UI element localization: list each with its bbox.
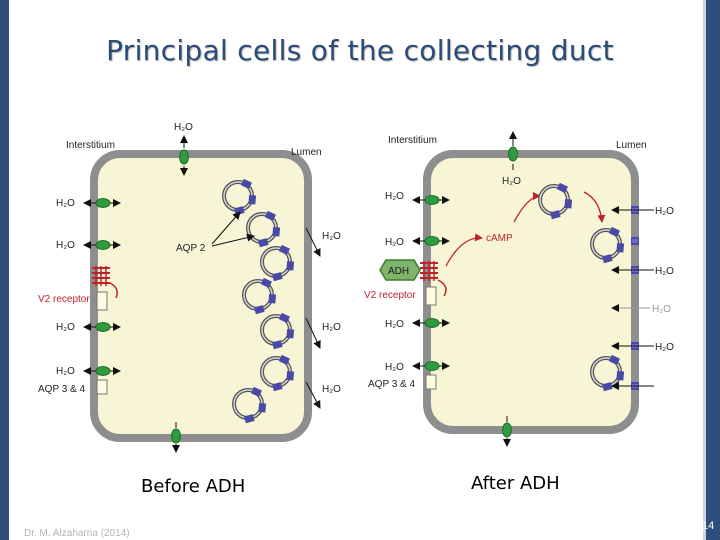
- right-border-bar: [706, 0, 720, 540]
- camp-label: cAMP: [486, 233, 513, 244]
- left-aqp2-label: AQP 2: [176, 243, 206, 254]
- left-apical-h2o-2: H₂O: [322, 322, 341, 333]
- adh-hormone: ADH: [379, 259, 421, 281]
- right-h2o-label-3: H₂O: [385, 319, 404, 330]
- right-h2o-label-1: H₂O: [385, 191, 404, 202]
- left-h2o-label-1: H₂O: [56, 198, 75, 209]
- right-apical-h2o-1: H₂O: [655, 206, 674, 217]
- right-v2-receptor: [420, 261, 447, 297]
- left-border-bar: [0, 0, 9, 540]
- right-top-water-channel: [508, 146, 518, 162]
- footer-credit: Dr. M. Alzaharna (2014): [24, 528, 130, 539]
- right-apical-h2o-2: H₂O: [655, 266, 674, 277]
- right-border-stripe: [703, 0, 706, 540]
- left-h2o-label-2: H₂O: [56, 240, 75, 251]
- right-basolateral-channels: [424, 195, 440, 390]
- left-v2-receptor-label: V2 receptor: [38, 294, 90, 305]
- left-h2o-label-4: H₂O: [56, 366, 75, 377]
- right-aqp34-label: AQP 3 & 4: [368, 379, 416, 390]
- left-aqp34-label: AQP 3 & 4: [38, 384, 86, 395]
- left-top-h2o-label: H₂O: [174, 122, 193, 133]
- left-v2-receptor: [92, 266, 118, 299]
- adh-label: ADH: [388, 266, 409, 277]
- before-adh-caption: Before ADH: [141, 476, 246, 497]
- right-interstitium-label: Interstitium: [388, 135, 437, 146]
- right-apical-h2o-4: H₂O: [655, 342, 674, 353]
- left-bottom-water-channel: [171, 428, 181, 444]
- after-adh-caption: After ADH: [471, 473, 560, 494]
- slide-title: Principal cells of the collecting duct: [106, 34, 614, 67]
- right-lumen-label: Lumen: [616, 140, 647, 151]
- right-top-h2o-label: H₂O: [502, 176, 521, 187]
- left-h2o-label-3: H₂O: [56, 322, 75, 333]
- right-apical-h2o-3: H₂O: [652, 304, 671, 315]
- left-lumen-label: Lumen: [291, 147, 322, 158]
- left-apical-h2o-3: H₂O: [322, 384, 341, 395]
- right-h2o-label-2: H₂O: [385, 237, 404, 248]
- slide-number: 14: [702, 520, 715, 532]
- right-v2-receptor-label: V2 receptor: [364, 290, 416, 301]
- left-basolateral-channels: [95, 198, 111, 395]
- right-bottom-water-channel: [502, 422, 512, 438]
- left-top-water-channel: [179, 149, 189, 165]
- left-apical-h2o-1: H₂O: [322, 231, 341, 242]
- right-h2o-label-4: H₂O: [385, 362, 404, 373]
- left-cell: [90, 150, 312, 442]
- left-interstitium-label: Interstitium: [66, 140, 115, 151]
